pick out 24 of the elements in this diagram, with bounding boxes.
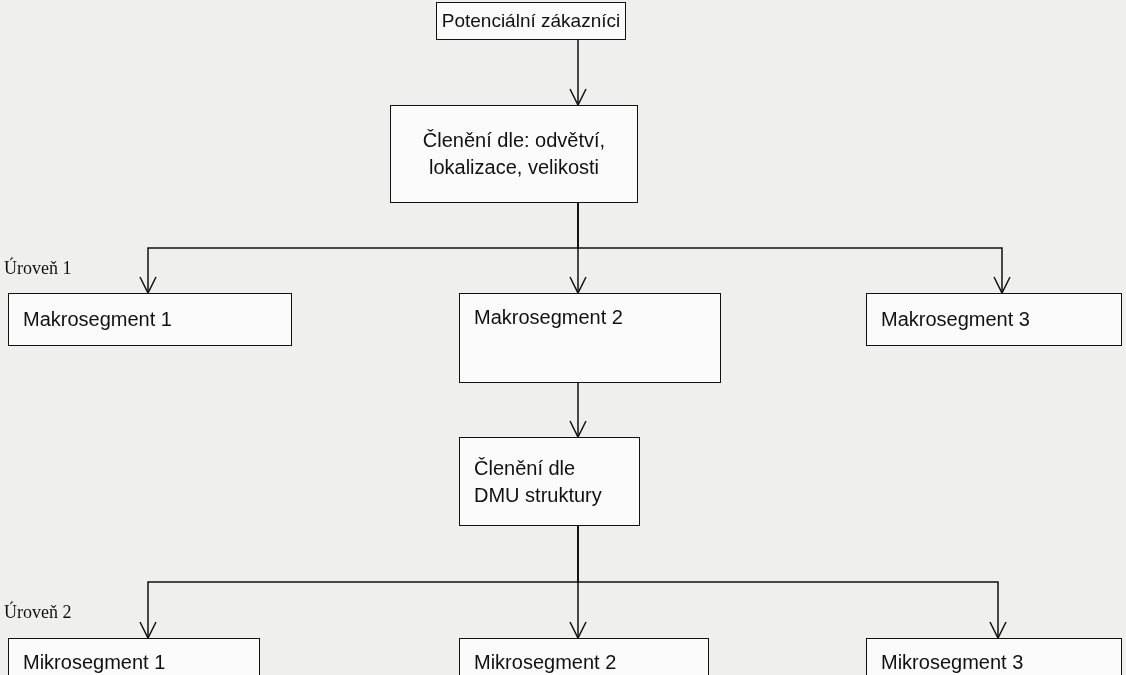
arrow — [577, 202, 1011, 294]
arrow — [569, 382, 587, 438]
box-text: Makrosegment 3 — [881, 307, 1030, 332]
process-box — [8, 638, 260, 675]
process-box — [8, 293, 292, 346]
process-box — [390, 105, 638, 203]
box-text: Členění dle DMU struktury — [474, 455, 603, 508]
process-box — [459, 293, 721, 383]
box-text: Makrosegment 1 — [23, 307, 172, 332]
level-label: Úroveň 2 — [4, 602, 72, 623]
box-text: Mikrosegment 1 — [23, 650, 166, 675]
process-box — [866, 638, 1122, 675]
process-box — [866, 293, 1122, 346]
arrow — [569, 39, 587, 106]
box-text: Makrosegment 2 — [474, 305, 623, 330]
process-box — [436, 2, 626, 40]
box-text: Členění dle: odvětví, lokalizace, velikosti — [421, 128, 607, 180]
arrow — [577, 525, 1007, 639]
box-text: Potenciální zákazníci — [441, 10, 621, 32]
level-label: Úroveň 1 — [4, 258, 72, 279]
box-text: Mikrosegment 2 — [474, 650, 617, 675]
process-box — [459, 638, 709, 675]
box-text: Mikrosegment 3 — [881, 650, 1024, 675]
process-box — [459, 437, 640, 526]
